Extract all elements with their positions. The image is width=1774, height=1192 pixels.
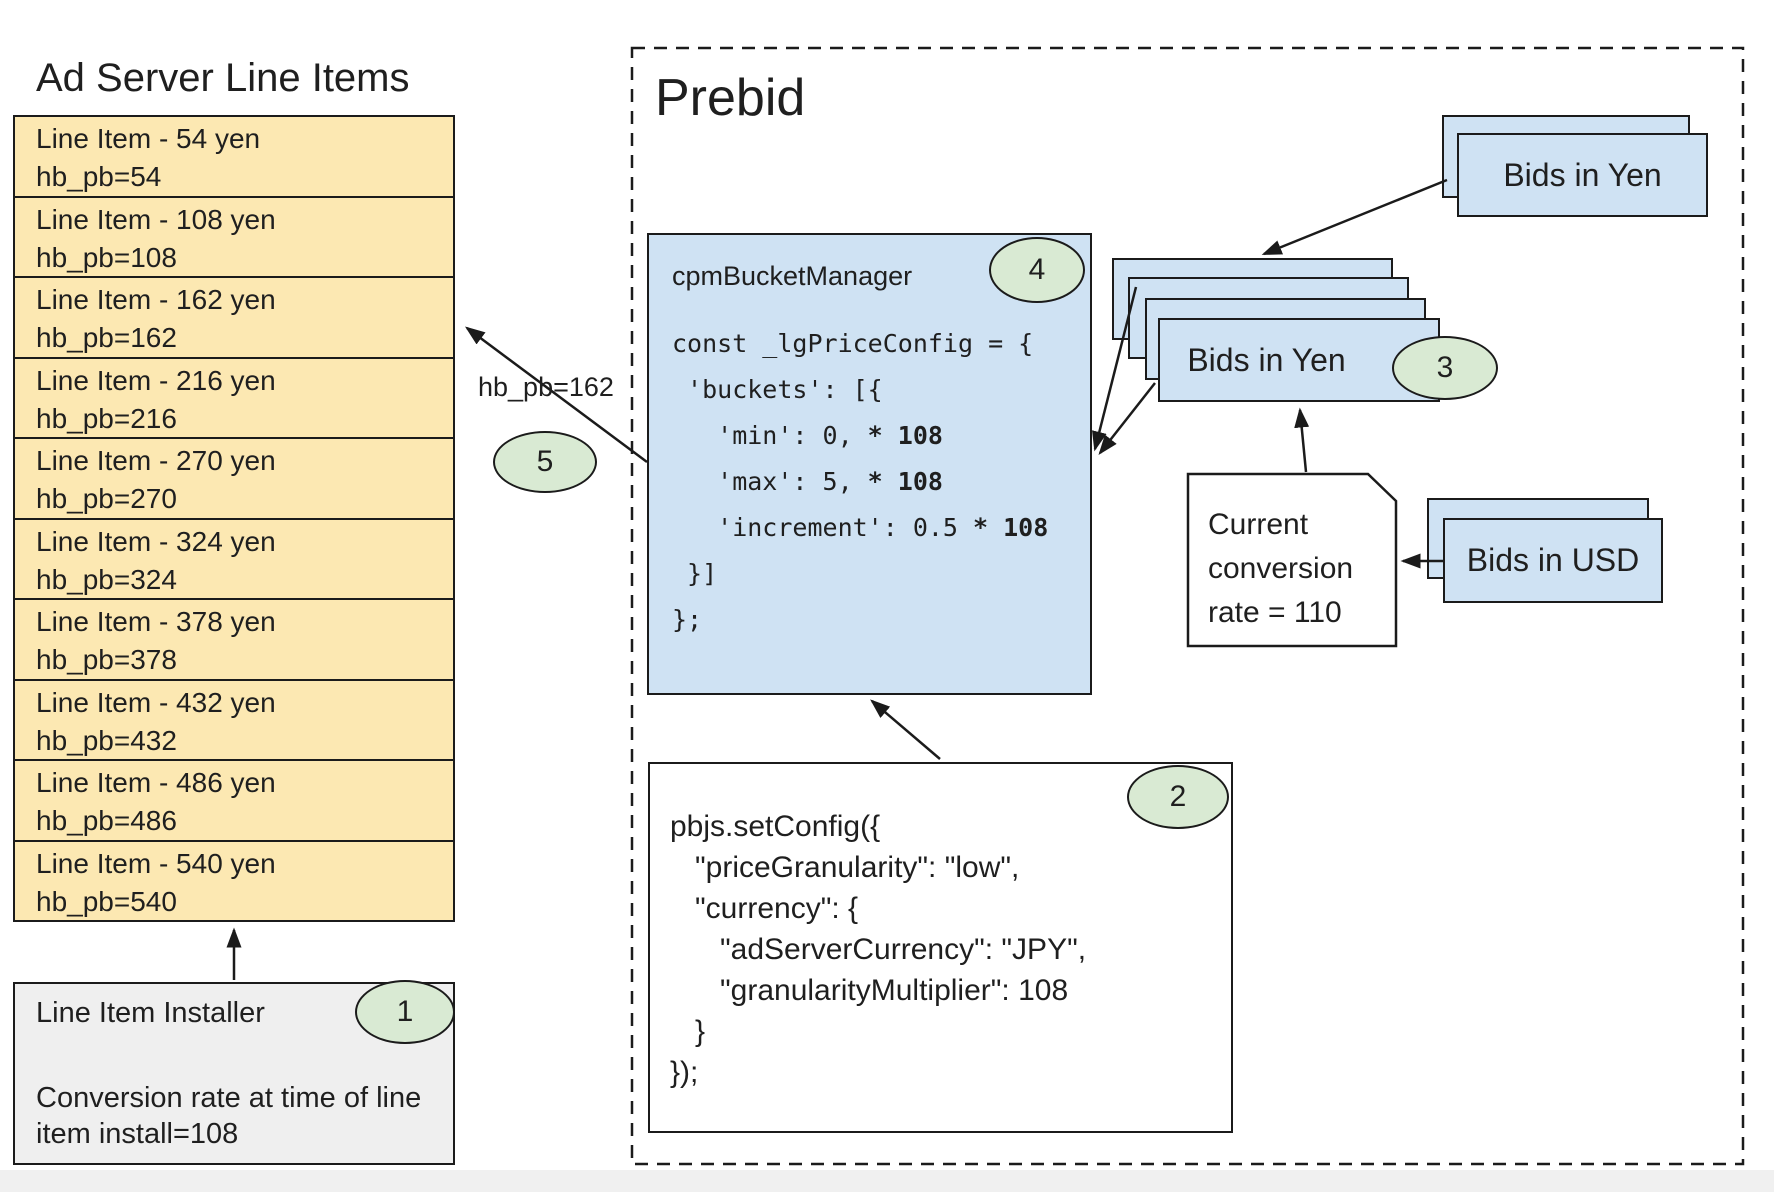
arrow-yen-stack-to-cpm-2 [1098,382,1156,455]
ad-server-title: Ad Server Line Items [36,56,410,100]
bottom-gray-strip [0,1170,1774,1192]
arrow-conversion-to-yen-stack [1294,407,1310,473]
line-item-row: Line Item - 486 yen hb_pb=486 [15,761,453,842]
line-item-hb-key: hb_pb=324 [36,563,177,595]
line-item-label: Line Item - 162 yen [36,284,276,315]
line-item-row: Line Item - 54 yen hb_pb=54 [15,117,453,198]
line-item-row: Line Item - 324 yen hb_pb=324 [15,520,453,600]
arrow-setconfig-to-cpm [870,699,941,760]
cpm-bucket-manager-title: cpmBucketManager [672,261,913,291]
line-item-hb-key: hb_pb=540 [36,885,177,917]
line-item-row: Line Item - 432 yen hb_pb=432 [15,681,453,761]
line-item-installer-box: Line Item Installer Conversion rate at t… [13,982,455,1165]
prebid-title: Prebid [655,69,806,127]
line-item-hb-key: hb_pb=108 [36,241,177,273]
step-badge-3: 3 [1392,336,1498,400]
step-badge-2: 2 [1127,765,1229,829]
line-item-label: Line Item - 216 yen [36,364,276,396]
line-item-label: Line Item - 108 yen [36,203,276,235]
line-item-label: Line Item - 486 yen [36,767,276,798]
line-item-row: Line Item - 162 yen hb_pb=162 [15,278,453,359]
bids-in-usd-label: Bids in USD [1466,542,1640,578]
set-config-code: pbjs.setConfig({ "priceGranularity": "lo… [670,810,1087,1089]
line-item-hb-key: hb_pb=432 [36,724,177,756]
line-item-label: Line Item - 270 yen [36,445,276,476]
line-item-hb-key: hb_pb=270 [36,483,177,514]
conversion-rate-note: Current conversion rate = 110 [1208,508,1354,629]
installer-body: Conversion rate at time of line item ins… [36,1082,422,1150]
hb-pb-edge-label: hb_pb=162 [478,372,614,402]
line-item-label: Line Item - 540 yen [36,847,276,879]
line-item-hb-key: hb_pb=378 [36,644,177,675]
bids-in-yen-top-label: Bids in Yen [1503,156,1662,193]
step-badge-1: 1 [355,980,455,1044]
bids-in-yen-stack-label: Bids in Yen [1187,341,1346,378]
cpm-bucket-manager-code: const _lgPriceConfig = { 'buckets': [{ '… [672,329,1049,634]
bids-in-yen-top-card: Bids in Yen [1457,133,1708,217]
line-item-row: Line Item - 216 yen hb_pb=216 [15,359,453,439]
cpm-bucket-manager-box: cpmBucketManager const _lgPriceConfig = … [647,233,1092,695]
step-badge-5: 5 [493,431,597,493]
line-item-table: Line Item - 54 yen hb_pb=54 Line Item - … [13,115,455,922]
arrow-yen-top-to-yen-stack [1261,178,1448,256]
line-item-hb-key: hb_pb=162 [36,322,177,353]
line-item-hb-key: hb_pb=54 [36,161,162,192]
line-item-label: Line Item - 324 yen [36,525,276,557]
line-item-hb-key: hb_pb=486 [36,805,177,836]
line-item-row: Line Item - 270 yen hb_pb=270 [15,439,453,520]
step-badge-4: 4 [989,237,1085,303]
line-item-label: Line Item - 378 yen [36,606,276,637]
line-item-label: Line Item - 432 yen [36,686,276,718]
line-item-label: Line Item - 54 yen [36,123,261,154]
line-item-row: Line Item - 378 yen hb_pb=378 [15,600,453,681]
line-item-hb-key: hb_pb=216 [36,402,177,434]
bids-in-usd-card: Bids in USD [1443,518,1663,603]
line-item-row: Line Item - 108 yen hb_pb=108 [15,198,453,278]
installer-title: Line Item Installer [36,997,265,1029]
line-item-row: Line Item - 540 yen hb_pb=540 [15,842,453,921]
